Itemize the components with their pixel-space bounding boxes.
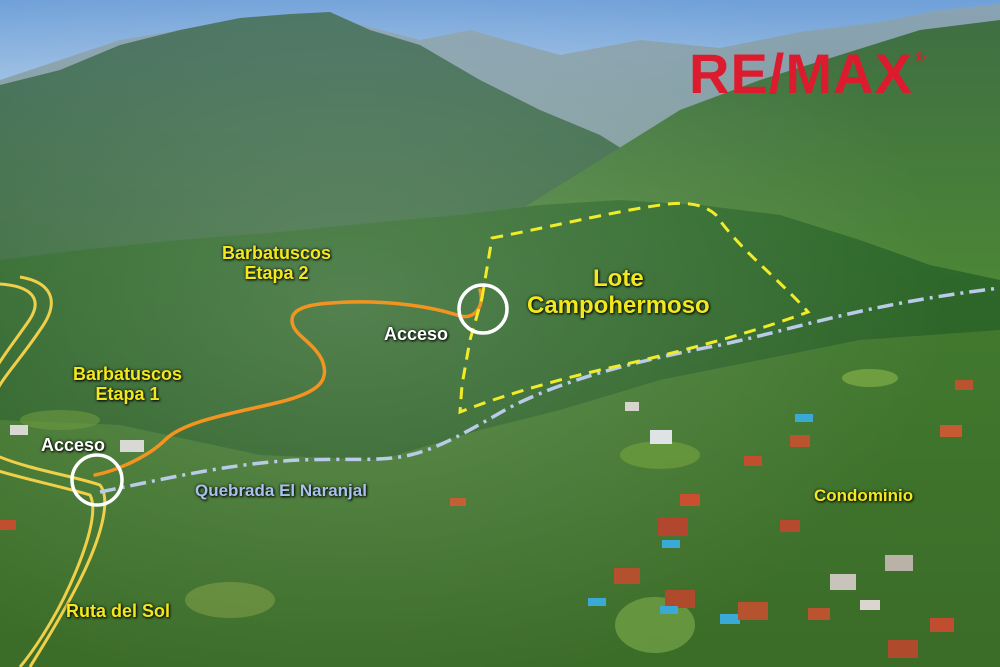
label-line: Etapa 2: [244, 263, 309, 284]
highway-ruta-del-sol: [0, 275, 107, 667]
label-line: Barbatuscos: [73, 364, 183, 384]
label-quebrada-el-naranjal: Quebrada El Naranjal: [195, 481, 367, 500]
label-condominio: Condominio: [814, 486, 914, 505]
label-barbatuscos-etapa-2: Barbatuscos Etapa 2: [222, 243, 331, 283]
label-line: Barbatuscos: [222, 243, 332, 263]
access-road: [93, 288, 483, 477]
label-line: Campohermoso: [527, 291, 710, 319]
remax-logo: RE/MAX®: [689, 46, 926, 102]
pasture: [620, 441, 700, 469]
houses: [0, 380, 973, 658]
registered-mark-icon: ®: [914, 49, 927, 65]
label-ruta-del-sol: Ruta del Sol: [66, 601, 171, 621]
access-circle-upper: [457, 283, 509, 335]
label-acceso-upper: Acceso: [384, 324, 449, 344]
pasture: [20, 410, 100, 430]
access-circle-lower: [70, 453, 124, 507]
pasture: [185, 582, 275, 618]
pasture: [842, 369, 898, 387]
label-line: Lote: [593, 265, 644, 292]
label-barbatuscos-etapa-1: Barbatuscos Etapa 1: [73, 364, 182, 404]
label-lote-campohermoso: Lote Campohermoso: [527, 265, 710, 320]
label-line: Etapa 1: [95, 384, 160, 405]
remax-logo-text: RE/MAX: [689, 42, 913, 105]
lot-boundary: [458, 201, 811, 415]
stream-line: [99, 286, 1000, 494]
label-acceso-lower: Acceso: [41, 435, 106, 455]
